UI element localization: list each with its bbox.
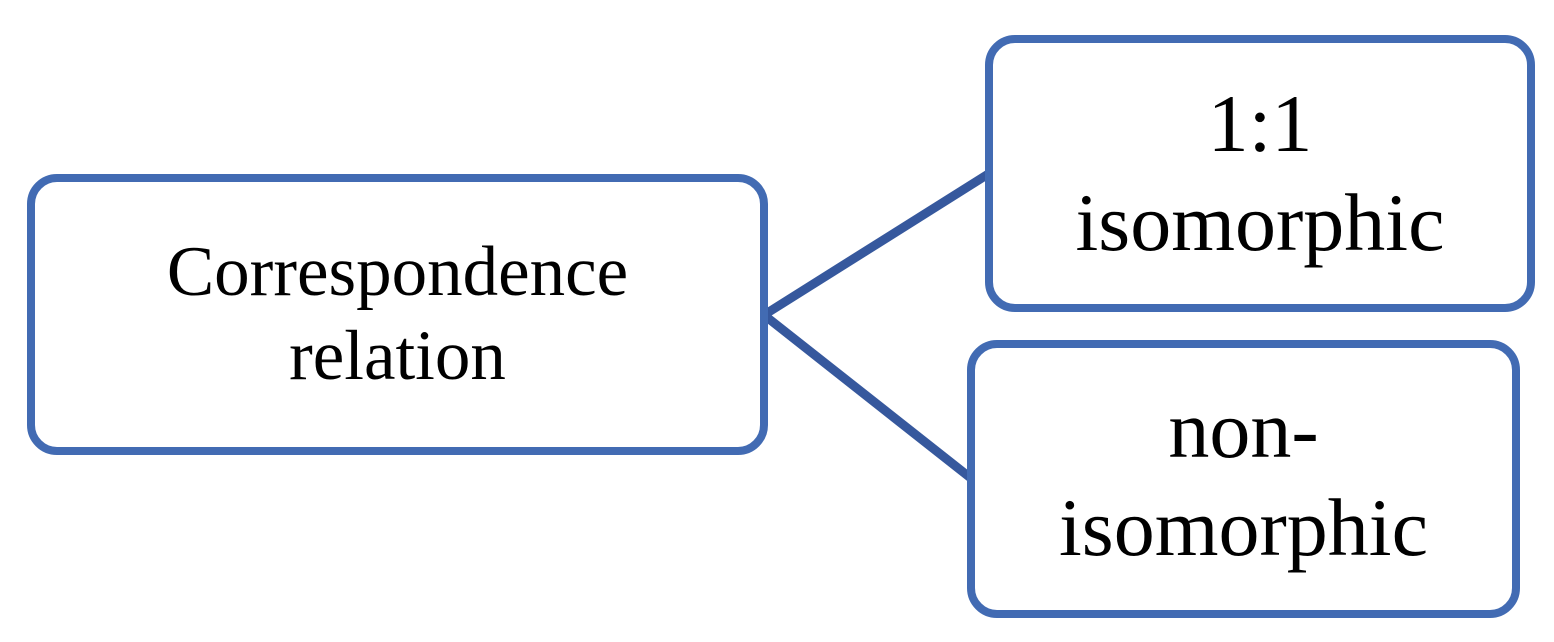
node-text-line: isomorphic bbox=[1059, 482, 1428, 573]
node-correspondence-relation: Correspondence relation bbox=[27, 174, 768, 455]
connector-line-top bbox=[761, 167, 996, 319]
connector-line-bottom bbox=[761, 311, 980, 487]
node-text-line: 1:1 bbox=[1207, 78, 1313, 170]
node-text-line: isomorphic bbox=[1075, 176, 1445, 268]
node-isomorphic: 1:1 isomorphic bbox=[985, 35, 1535, 312]
node-text-line: relation bbox=[289, 316, 506, 395]
node-non-isomorphic: non- isomorphic bbox=[967, 340, 1520, 618]
node-text-line: non- bbox=[1168, 383, 1319, 475]
node-text-line: Correspondence bbox=[166, 233, 629, 312]
